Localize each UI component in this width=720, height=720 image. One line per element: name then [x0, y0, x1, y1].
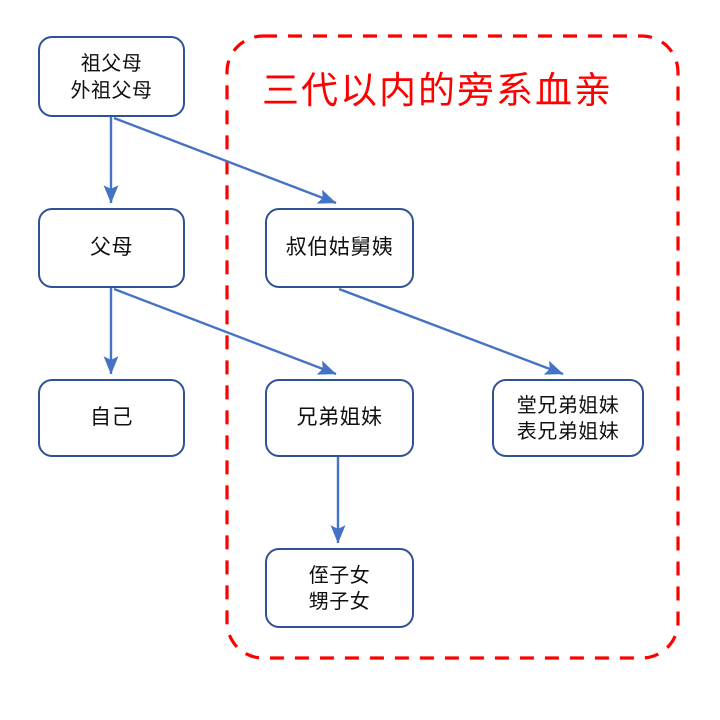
node-nephews-nieces-label: 侄子女 甥子女 [308, 562, 371, 613]
node-siblings-label: 兄弟姐妹 [296, 405, 383, 430]
node-siblings[interactable]: 兄弟姐妹 [265, 379, 414, 457]
node-uncles-aunts[interactable]: 叔伯姑舅姨 [265, 208, 414, 288]
node-grandparents[interactable]: 祖父母 外祖父母 [38, 36, 185, 117]
node-cousins[interactable]: 堂兄弟姐妹 表兄弟姐妹 [492, 379, 644, 457]
node-parents-label: 父母 [90, 235, 133, 260]
node-grandparents-label: 祖父母 外祖父母 [70, 51, 153, 102]
node-nephews-nieces[interactable]: 侄子女 甥子女 [265, 548, 414, 628]
edge-grandparents-to-uncles-aunts [113, 116, 337, 205]
node-cousins-label: 堂兄弟姐妹 表兄弟姐妹 [516, 392, 620, 443]
edge-uncles-aunts-to-cousins [338, 287, 564, 376]
edge-parents-to-siblings [113, 287, 337, 376]
node-parents[interactable]: 父母 [38, 208, 185, 288]
node-uncles-aunts-label: 叔伯姑舅姨 [285, 235, 394, 260]
node-self-label: 自己 [90, 405, 133, 430]
region-title: 三代以内的旁系血亲 [262, 69, 613, 112]
node-self[interactable]: 自己 [38, 379, 185, 457]
collateral-relatives-region-outline [225, 34, 680, 660]
